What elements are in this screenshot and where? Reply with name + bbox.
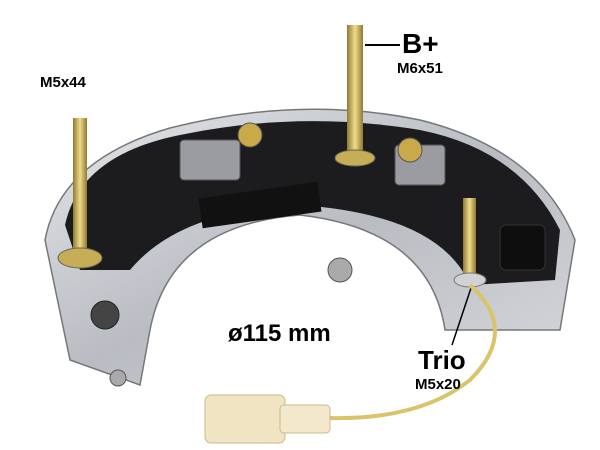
trio-label: Trio: [418, 345, 466, 375]
trio-wire: [329, 283, 497, 421]
b-plus-stud-size-label: M6x51: [397, 60, 443, 77]
stud-b-plus: [334, 25, 376, 167]
b-plus-label: B+: [402, 28, 439, 59]
diode-block: [198, 181, 322, 229]
stud-left: [57, 118, 103, 269]
trio-stud-size-label: M5x20: [415, 376, 461, 393]
stud-trio: [453, 198, 487, 288]
left-stud-size-label: M5x44: [40, 74, 86, 91]
diameter-label: ø115 mm: [228, 320, 331, 347]
wire-connector: [204, 394, 331, 444]
